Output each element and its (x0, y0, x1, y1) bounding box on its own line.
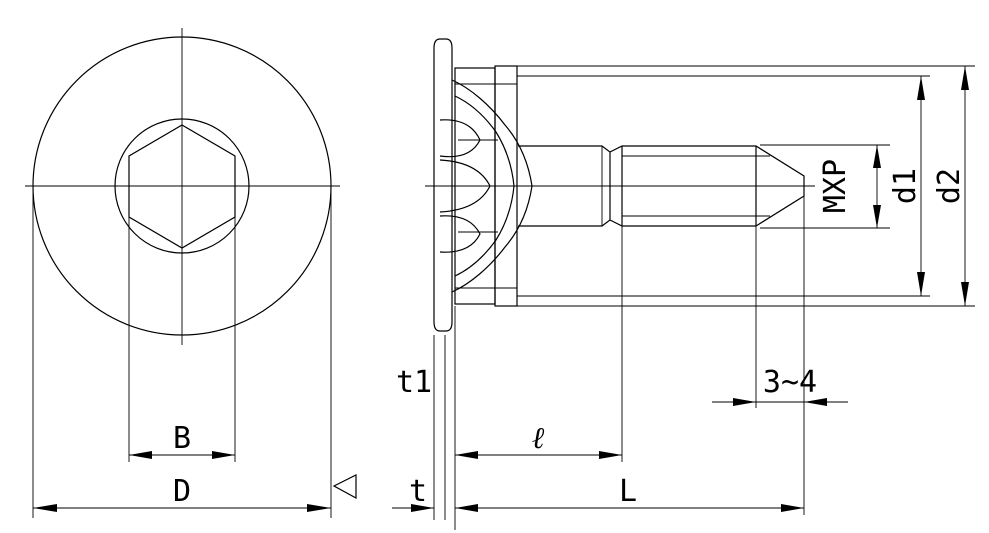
socket-arc-1 (439, 119, 481, 158)
grip-arrow-left (455, 451, 478, 459)
d1-label: d1 (888, 168, 923, 204)
mxp-label: MXP (818, 159, 853, 213)
l-label: L (619, 474, 637, 509)
b-arrow-left (129, 451, 152, 459)
d2-label: d2 (932, 168, 967, 204)
d-arrow-left (33, 504, 57, 512)
l-arrow-left (455, 504, 478, 512)
tip-label: 3~4 (763, 365, 817, 400)
d1-arrow-bottom (917, 272, 925, 296)
l-arrow-right (781, 504, 804, 512)
d-arrow-right (307, 504, 331, 512)
socket-arc-3 (439, 215, 481, 253)
grip-arrow-right (599, 451, 622, 459)
front-view: B D (25, 28, 357, 518)
side-view: MXP d1 d2 t1 ℓ t L (392, 38, 975, 530)
view-triangle-marker (332, 474, 357, 500)
d-label: D (173, 474, 191, 509)
t-label: t (409, 474, 427, 509)
tip-arrow-left (733, 398, 756, 406)
b-arrow-right (212, 451, 235, 459)
d2-arrow-top (961, 66, 969, 90)
tip-arrow-right (804, 398, 827, 406)
b-label: B (173, 421, 191, 456)
grip-label: ℓ (532, 421, 545, 456)
d1-arrow-top (917, 76, 925, 100)
d2-arrow-bottom (961, 282, 969, 306)
mxp-arrow-bottom (873, 205, 881, 228)
mxp-arrow-top (873, 145, 881, 168)
t1-label: t1 (396, 365, 432, 400)
head-flange (433, 38, 453, 332)
t-arrow (411, 504, 434, 512)
